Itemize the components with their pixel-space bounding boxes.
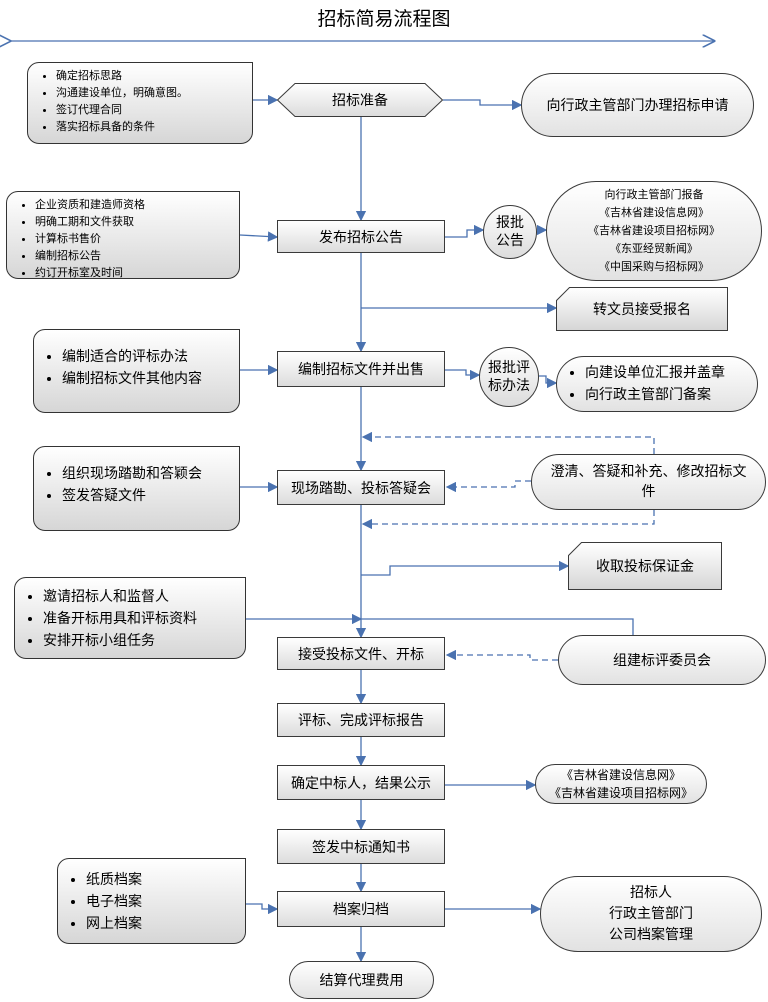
list-item: 约订开标室及时间 (35, 264, 233, 281)
diagram-title: 招标简易流程图 (317, 8, 451, 30)
step-survey: 现场踏勘、投标答疑会 (277, 470, 445, 505)
clarify-stadium: 澄清、答疑和补充、修改招标文件 (531, 454, 766, 510)
list-item: 签发答疑文件 (62, 485, 233, 507)
list-item: 网上档案 (86, 913, 239, 935)
approval-label: 报批公告 (496, 215, 524, 249)
media-line: 向行政主管部门报备 (604, 188, 704, 201)
step-docs: 编制招标文件并出售 (277, 351, 445, 387)
clerk-card: 转文员接受报名 (556, 287, 728, 331)
list-item: 纸质档案 (86, 869, 239, 891)
step-label: 确定中标人，结果公示 (291, 775, 431, 792)
deposit-label: 收取投标保证金 (596, 559, 694, 575)
clerk-label: 转文员接受报名 (593, 302, 691, 318)
list-item: 安排开标小组任务 (43, 630, 239, 652)
note-prepare: 确定招标思路 沟通建设单位，明确意图。 签订代理合同 落实招标具备的条件 (27, 62, 253, 144)
step-label: 档案归档 (333, 902, 389, 918)
deposit-card: 收取投标保证金 (568, 542, 722, 590)
card-corner (556, 287, 571, 302)
approval-label: 报批评标办法 (488, 360, 530, 394)
step-archive: 档案归档 (277, 891, 445, 927)
clarify-label: 澄清、答疑和补充、修改招标文件 (550, 464, 747, 500)
media-stadium: 向行政主管部门报备 《吉林省建设信息网》 《吉林省建设项目招标网》 《东亚经贸新… (546, 181, 762, 281)
hexagon-shape (277, 83, 443, 117)
step-winner: 确定中标人，结果公示 (277, 765, 445, 800)
list-item: 计算标书售价 (35, 230, 233, 247)
note-publish: 企业资质和建造师资格 明确工期和文件获取 计算标书售价 编制招标公告 约订开标室… (6, 191, 240, 279)
step-evaluate: 评标、完成评标报告 (277, 703, 445, 737)
archive-parties-stadium: 招标人 行政主管部门 公司档案管理 (540, 876, 762, 952)
list-item: 向行政主管部门备案 (585, 384, 725, 406)
committee-stadium: 组建标评委员会 (558, 635, 766, 685)
step-label: 接受投标文件、开标 (298, 646, 424, 663)
step-label: 现场踏勘、投标答疑会 (291, 480, 431, 497)
step-label: 评标、完成评标报告 (298, 713, 424, 729)
committee-label: 组建标评委员会 (613, 653, 711, 669)
media-line: 《中国采购与招标网》 (599, 260, 709, 273)
card-corner (568, 542, 583, 557)
step-prepare: 招标准备 (277, 83, 443, 117)
step-notice: 签发中标通知书 (277, 829, 445, 864)
note-receive: 邀请招标人和监督人 准备开标用具和评标资料 安排开标小组任务 (14, 577, 246, 659)
list-item: 编制招标文件其他内容 (62, 368, 233, 390)
note-docs: 编制适合的评标办法 编制招标文件其他内容 (33, 329, 240, 413)
step-receive: 接受投标文件、开标 (277, 637, 445, 670)
list-item: 企业资质和建造师资格 (35, 196, 233, 213)
approval-circle-2: 报批评标办法 (479, 347, 539, 407)
publicity-stadium: 《吉林省建设信息网》 《吉林省建设项目招标网》 (535, 764, 707, 804)
report-stadium: 向建设单位汇报并盖章 向行政主管部门备案 (556, 356, 758, 412)
party-line: 公司档案管理 (609, 926, 693, 943)
step-label: 签发中标通知书 (312, 839, 410, 856)
list-item: 电子档案 (86, 891, 239, 913)
publicity-line: 《吉林省建设项目招标网》 (548, 786, 693, 800)
list-item: 明确工期和文件获取 (35, 213, 233, 230)
list-item: 向建设单位汇报并盖章 (585, 362, 725, 384)
step-settle: 结算代理费用 (289, 961, 434, 999)
media-line: 《东亚经贸新闻》 (610, 242, 698, 255)
list-item: 邀请招标人和监督人 (43, 586, 239, 608)
apply-stadium: 向行政主管部门办理招标申请 (521, 73, 754, 137)
note-survey: 组织现场踏勘和答颖会 签发答疑文件 (33, 446, 240, 531)
step-label: 结算代理费用 (319, 973, 404, 989)
list-item: 准备开标用具和评标资料 (43, 608, 239, 630)
publicity-line: 《吉林省建设信息网》 (560, 768, 681, 782)
list-item: 确定招标思路 (56, 67, 246, 84)
apply-label: 向行政主管部门办理招标申请 (546, 98, 729, 114)
approval-circle-1: 报批公告 (483, 205, 537, 259)
list-item: 签订代理合同 (56, 101, 246, 118)
step-label: 编制招标文件并出售 (298, 362, 424, 378)
step-label: 招标准备 (332, 93, 388, 109)
list-item: 落实招标具备的条件 (56, 118, 246, 135)
step-publish: 发布招标公告 (277, 220, 445, 253)
list-item: 编制适合的评标办法 (62, 346, 233, 368)
step-label: 发布招标公告 (319, 229, 403, 246)
media-line: 《吉林省建设信息网》 (599, 206, 709, 219)
party-line: 招标人 (630, 884, 672, 901)
list-item: 组织现场踏勘和答颖会 (62, 463, 233, 485)
media-line: 《吉林省建设项目招标网》 (588, 224, 720, 237)
party-line: 行政主管部门 (609, 905, 693, 922)
list-item: 编制招标公告 (35, 247, 233, 264)
note-archive: 纸质档案 电子档案 网上档案 (57, 858, 246, 944)
list-item: 沟通建设单位，明确意图。 (56, 84, 246, 101)
